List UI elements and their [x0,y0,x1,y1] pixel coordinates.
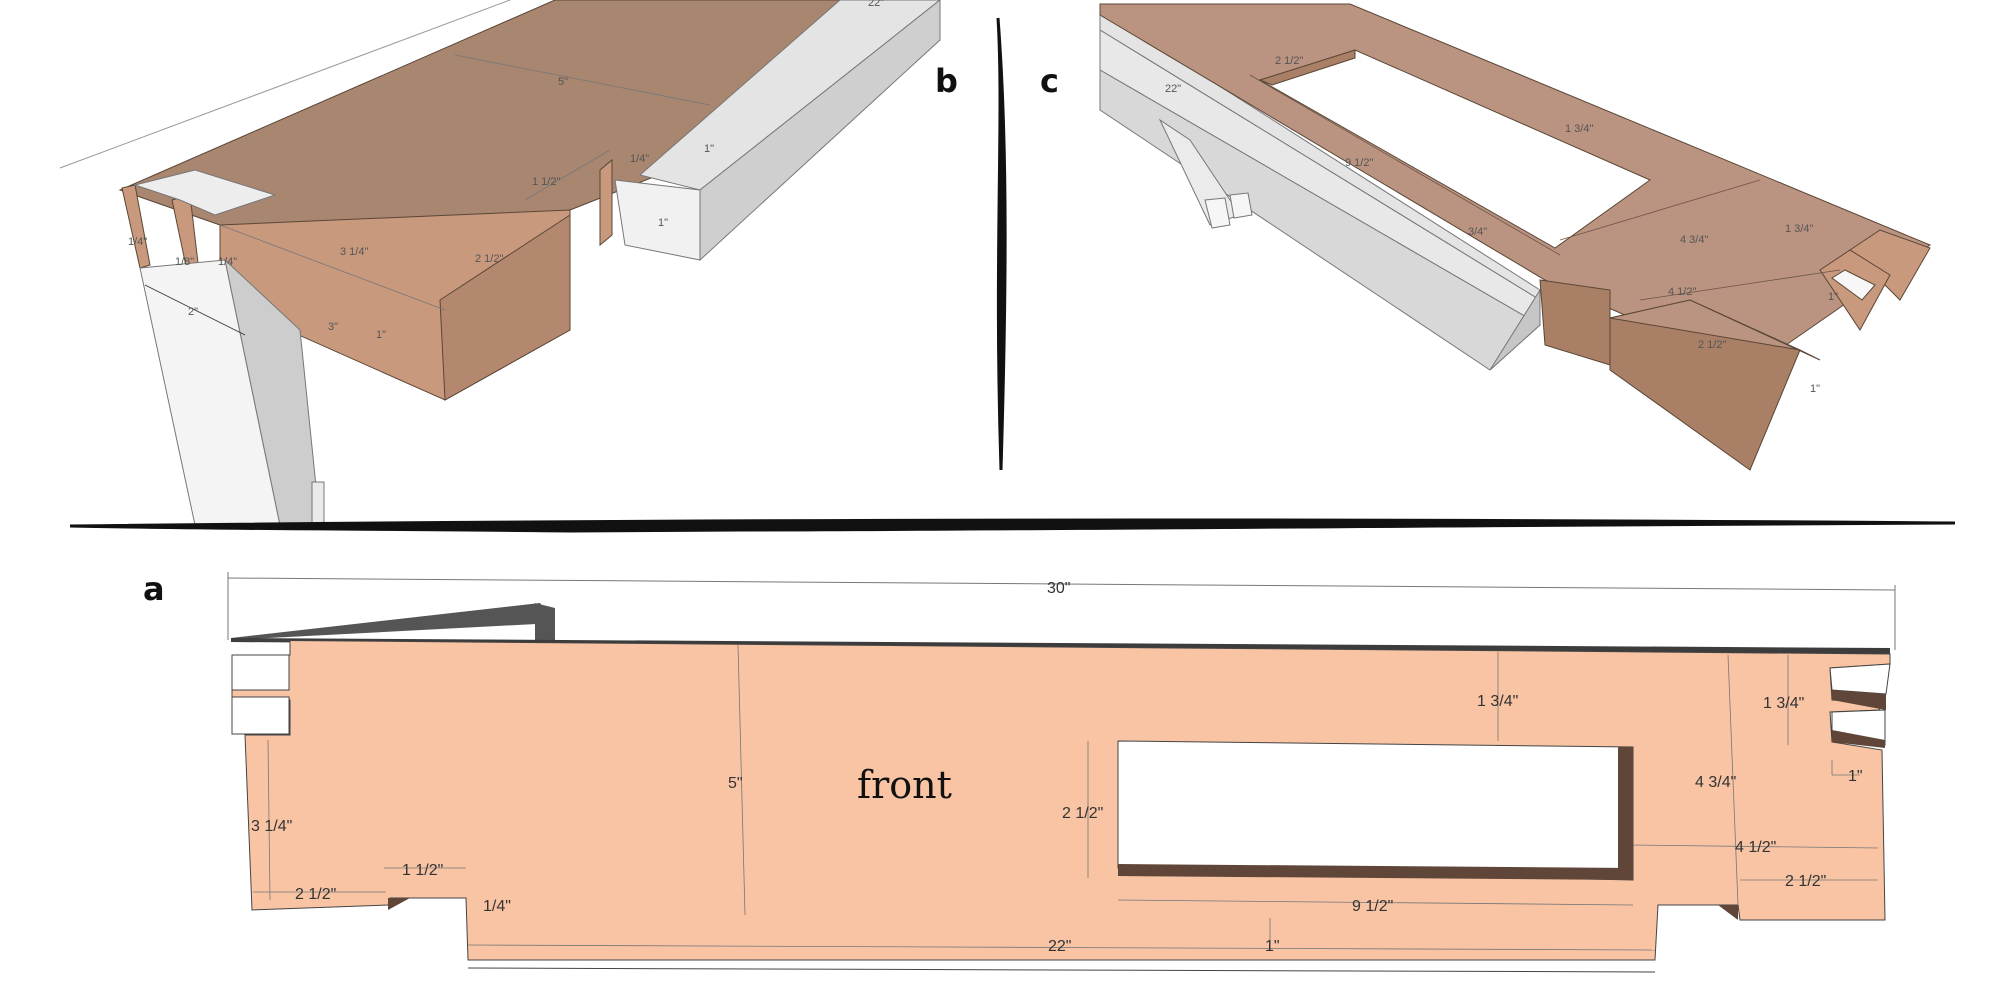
dim-line-c [1559,179,1761,241]
notch-b [599,158,613,247]
dim-right-foot: 2 1/2" [1785,873,1826,890]
dim-label-c: 22" [1165,83,1181,95]
dim-label-b: 1/4" [128,236,147,248]
rear-tenon-a [535,603,555,640]
dim-span: 22" [1048,938,1071,955]
rail-end-b [614,179,701,261]
dim-height: 5" [728,775,743,792]
dim-left-height: 3 1/4" [251,818,292,835]
dim-label-b: 1/4" [630,153,649,165]
dim-label-b: 3 1/4" [340,246,368,258]
dim-slot-height: 2 1/2" [1062,805,1103,822]
view-b: 22" 5" 1" 1/4" 1 1/2" 1" 3 1/4" 2 1/2" 1… [59,0,941,526]
guide-line-a [1632,844,1879,849]
dim-line-b [454,54,711,106]
rear-rail-a [231,603,555,640]
dim-line-b [219,224,446,311]
dim-label-b: 1" [376,329,386,341]
dim-label-c: 4 3/4" [1680,234,1708,246]
dim-right-top: 1 3/4" [1763,695,1804,712]
dim-left-foot: 2 1/2" [295,886,336,903]
dim-label-b: 1/4" [218,256,237,268]
dim-label-b: 1" [658,217,668,229]
dim-label-c: 9 1/2" [1345,157,1373,169]
dim-label-b: 1" [704,143,714,155]
slot-shadow-bottom-a [1118,864,1633,880]
dim-label-b: 2" [188,306,198,318]
dim-line-c [1639,269,1841,301]
guide-line-a [737,644,746,916]
socket-top-b [133,169,277,216]
dim-label-c: 4 1/2" [1668,286,1696,298]
dim-line-a [227,577,1896,591]
front-label: front [857,763,952,807]
slot-shadow-right-a [1618,747,1633,880]
floor-line-b [59,0,511,169]
right-tenon-shadow-a [1832,730,1885,748]
panel-label-a: a [143,570,165,608]
dim-right-height-b: 4 1/2" [1735,839,1776,856]
guide-line-a [1117,899,1634,906]
dim-label-b: 1/8" [175,256,194,268]
leg-tenon-c [1204,197,1231,229]
dim-label-c: 3/4" [1468,226,1487,238]
beam-front-c [1539,279,1611,366]
leg-notch-b [311,481,325,526]
right-tenon-slot-a [1829,663,1891,695]
dim-line-c [1249,74,1561,256]
left-tenon-slot-a [231,654,290,691]
notch-shadow-a [388,898,410,910]
guide-line-a [1727,654,1739,906]
rail-top-b [638,0,941,191]
dim-label-c: 1" [1810,383,1820,395]
dim-slot-top: 1 3/4" [1477,693,1518,710]
leg-tenon-c [1229,192,1253,219]
dim-right-tenon: 1" [1848,768,1863,785]
panel-label-b: b [935,62,958,100]
dim-label-b: 2 1/2" [475,253,503,265]
dim-label-b: 3" [328,321,338,333]
dim-overall-width: 30" [1047,580,1070,597]
dim-label-c: 1 3/4" [1785,223,1813,235]
divider-vertical [996,17,1007,471]
view-a: front 30" 5" 3 1/4" 2 1/2" 1 1/2" 1/4" 2… [227,572,1896,973]
tenon-gap-c [1831,269,1876,301]
dim-line-b [144,284,246,336]
front-face-a [230,639,1891,961]
right-tenon-shadow-a [1832,690,1886,710]
dim-slot-width: 9 1/2" [1352,898,1393,915]
view-c: 2 1/2" 22" 9 1/2" 1 3/4" 3/4" 4 3/4" 1 3… [1099,3,1932,471]
rail-end-c [1489,288,1541,371]
dim-label-c: 1 3/4" [1565,123,1593,135]
foot-top-c [1609,299,1821,361]
dim-label-c: 1" [1828,291,1838,303]
left-tenon-slot-a [231,696,290,735]
divider-horizontal [69,518,1956,534]
dim-label-c: 2 1/2" [1275,55,1303,67]
dim-line-b [524,149,611,201]
dim-notch-depth: 1/4" [483,898,511,915]
dim-span-drop: 1" [1265,938,1280,955]
panel-label-c: c [1040,62,1059,100]
dim-label-b: 1 1/2" [532,176,560,188]
dim-label-b: 22" [868,0,884,9]
guide-line-a [267,739,271,901]
beam-end-b [439,214,571,401]
dim-label-c: 2 1/2" [1698,339,1726,351]
dim-right-height-a: 4 3/4" [1695,774,1736,791]
dovetail-a-b [121,184,151,269]
slot-opening-a [1117,740,1634,881]
slot-wall-c [1258,49,1356,86]
notch-shadow-a [1718,905,1738,920]
dim-notch-width: 1 1/2" [402,862,443,879]
dim-line-a [467,944,1656,951]
dim-line-a [467,967,1656,973]
dim-label-b: 5" [558,76,568,88]
